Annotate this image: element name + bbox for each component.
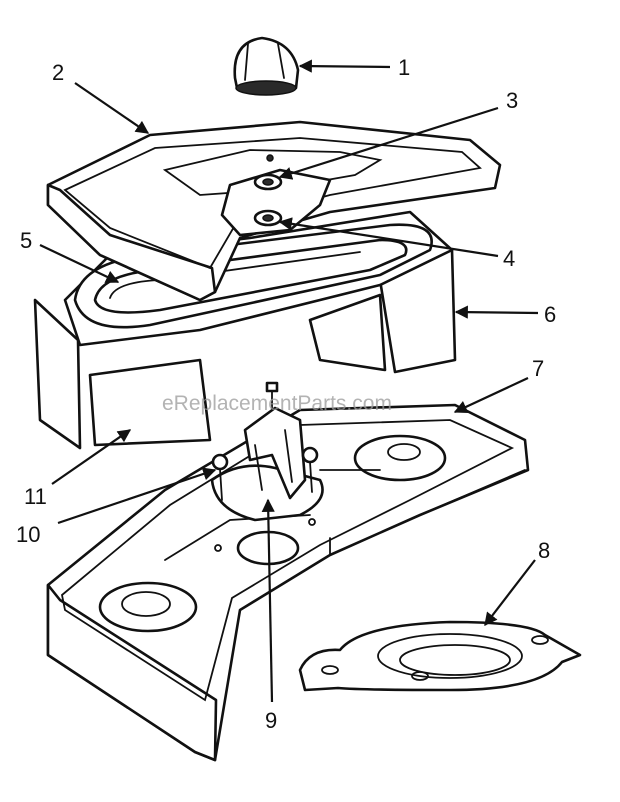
callout-3: 3 [506, 88, 518, 113]
callout-8: 8 [538, 538, 550, 563]
callout-5: 5 [20, 228, 32, 253]
bracket-part-9 [210, 381, 324, 552]
callout-1: 1 [398, 55, 410, 80]
callout-9: 9 [265, 708, 277, 733]
callout-6: 6 [544, 302, 556, 327]
leader-lines [39, 59, 539, 703]
gasket-part-8 [298, 620, 582, 692]
cover-part-2 [46, 120, 502, 302]
callout-11: 11 [24, 484, 47, 509]
base-plate-part-7 [46, 403, 530, 762]
callout-4: 4 [503, 246, 515, 271]
knob-part-1 [233, 36, 300, 96]
callout-2: 2 [52, 60, 64, 85]
mesh-prefilter-part-11 [88, 293, 387, 447]
watermark: eReplacementParts.com [162, 392, 392, 415]
callout-7: 7 [532, 356, 544, 381]
callout-10: 10 [16, 522, 40, 547]
